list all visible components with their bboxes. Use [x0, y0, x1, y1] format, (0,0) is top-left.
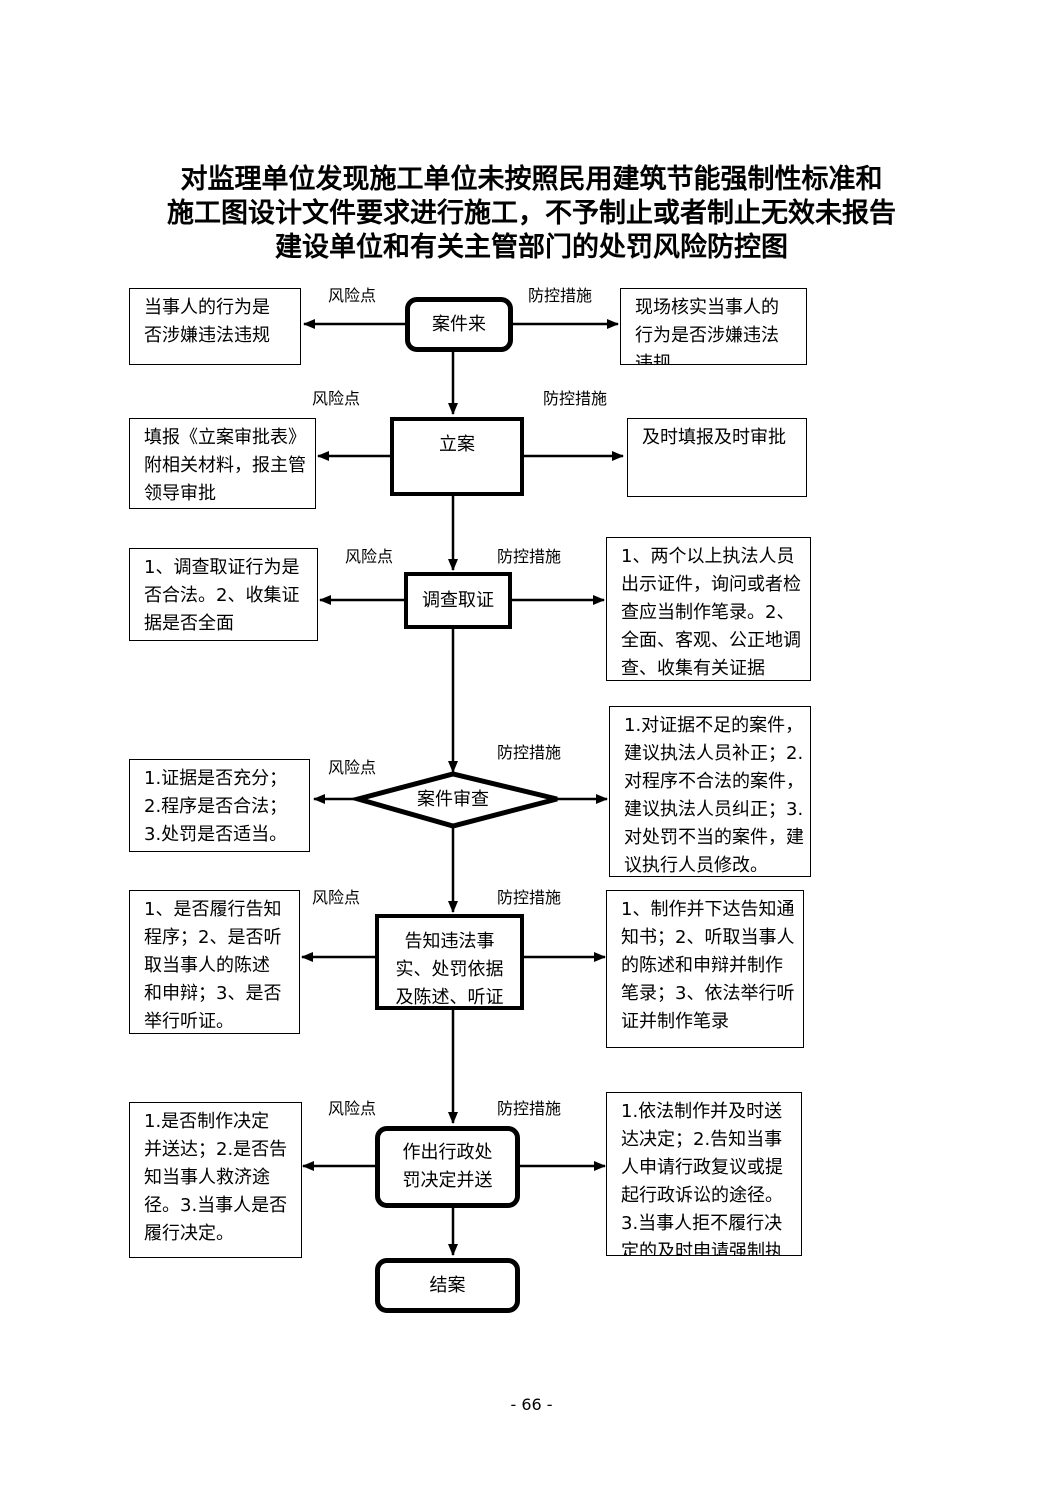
- step-node-text: 立案: [439, 434, 475, 455]
- step-node-case-received: 案件来: [405, 297, 513, 352]
- risk-box-2: 填报《立案审批表》 附相关材料，报主管 领导审批: [129, 418, 316, 509]
- risk-text: 否涉嫌违法违规: [144, 325, 270, 346]
- control-text: 笔录；3、依法举行听: [621, 983, 795, 1004]
- risk-text: 附相关材料，报主管: [144, 455, 306, 476]
- risk-text: 径。3.当事人是否: [144, 1195, 288, 1216]
- step-node-case-review: 案件审查: [417, 789, 489, 810]
- decision-diamond: [348, 771, 558, 829]
- risk-label-4: 风险点: [328, 758, 377, 777]
- control-text: 出示证件，询问或者检: [621, 574, 801, 595]
- title-line-3: 建设单位和有关主管部门的处罚风险防控图: [275, 232, 788, 263]
- step-node-filing: 立案: [390, 417, 524, 496]
- step-node-text: 案件来: [432, 313, 486, 335]
- risk-text: 1.证据是否充分；: [144, 768, 288, 789]
- step-node-text: 作出行政处: [402, 1142, 493, 1163]
- risk-box-4: 1.证据是否充分； 2.程序是否合法； 3.处罚是否适当。: [129, 759, 310, 852]
- risk-text: 领导审批: [144, 483, 216, 504]
- page-number: - 66 -: [510, 1395, 553, 1414]
- control-text: 行为是否涉嫌违法: [635, 325, 779, 346]
- control-label-1: 防控措施: [528, 286, 593, 305]
- risk-text: 据是否全面: [144, 613, 234, 634]
- step-node-case-closed: 结案: [375, 1258, 520, 1313]
- control-text: 达决定；2.告知当事: [621, 1129, 783, 1150]
- risk-label-2: 风险点: [312, 389, 361, 408]
- control-text: 知书；2、听取当事人: [621, 927, 795, 948]
- control-text: 的陈述和申辩并制作: [621, 955, 783, 976]
- control-box-3: 1、两个以上执法人员 出示证件，询问或者检 查应当制作笔录。2、 全面、客观、公…: [606, 537, 811, 681]
- control-label-6: 防控措施: [497, 1099, 562, 1118]
- control-box-6: 1.依法制作并及时送 达决定；2.告知当事 人申请行政复议或提 起行政诉讼的途径…: [606, 1092, 802, 1256]
- control-text: 1、制作并下达告知通: [621, 899, 795, 920]
- risk-text: 1、是否履行告知: [144, 899, 282, 920]
- control-box-2: 及时填报及时审批: [627, 418, 807, 497]
- control-box-4: 1.对证据不足的案件， 建议执法人员补正；2. 对程序不合法的案件， 建议执法人…: [609, 706, 811, 877]
- control-text: 建议执法人员纠正；3.: [624, 799, 804, 820]
- risk-label-5: 风险点: [312, 888, 361, 907]
- risk-box-6: 1.是否制作决定 并送达；2.是否告 知当事人救济途 径。3.当事人是否 履行决…: [129, 1102, 302, 1258]
- control-text: 1.依法制作并及时送: [621, 1101, 783, 1122]
- risk-box-3: 1、调查取证行为是 否合法。2、收集证 据是否全面: [129, 548, 318, 641]
- risk-text: 举行听证。: [144, 1011, 234, 1032]
- risk-text: 取当事人的陈述: [144, 955, 270, 976]
- step-node-text: 结案: [429, 1274, 466, 1296]
- control-text: 全面、客观、公正地调: [621, 630, 801, 651]
- control-text: 现场核实当事人的: [635, 297, 779, 318]
- control-label-5: 防控措施: [497, 888, 562, 907]
- step-node-notification: 告知违法事 实、处罚依据 及陈述、听证: [375, 914, 524, 1010]
- control-text: 查、收集有关证据: [621, 658, 765, 679]
- step-node-text: 罚决定并送: [402, 1170, 493, 1191]
- control-text: 定的及时申请强制执: [621, 1241, 783, 1256]
- risk-label-1: 风险点: [328, 286, 377, 305]
- title-line-2: 施工图设计文件要求进行施工，不予制止或者制止无效未报告: [167, 198, 896, 229]
- control-text: 议执行人员修改。: [624, 855, 768, 876]
- control-text: 及时填报及时审批: [642, 427, 786, 448]
- control-box-1: 现场核实当事人的 行为是否涉嫌违法 违规: [620, 288, 807, 365]
- risk-text: 和申辩；3、是否: [144, 983, 282, 1004]
- step-node-text: 实、处罚依据: [395, 959, 504, 980]
- control-text: 证并制作笔录: [621, 1011, 729, 1032]
- risk-text: 履行决定。: [144, 1223, 234, 1244]
- control-text: 3.当事人拒不履行决: [621, 1213, 783, 1234]
- step-node-decision-delivery: 作出行政处 罚决定并送: [375, 1126, 520, 1208]
- control-text: 对程序不合法的案件，: [624, 771, 804, 792]
- risk-text: 3.处罚是否适当。: [144, 824, 288, 845]
- control-text: 1.对证据不足的案件，: [624, 715, 804, 736]
- step-node-investigation: 调查取证: [404, 572, 512, 629]
- risk-label-3: 风险点: [345, 547, 394, 566]
- control-text: 对处罚不当的案件，建: [624, 827, 804, 848]
- control-label-3: 防控措施: [497, 547, 562, 566]
- control-text: 1、两个以上执法人员: [621, 546, 795, 567]
- control-text: 违规: [635, 353, 671, 365]
- control-label-4: 防控措施: [497, 743, 562, 762]
- control-text: 查应当制作笔录。2、: [621, 602, 795, 623]
- step-node-text: 告知违法事: [404, 931, 495, 952]
- risk-box-5: 1、是否履行告知 程序；2、是否听 取当事人的陈述 和申辩；3、是否 举行听证。: [129, 890, 300, 1034]
- risk-text: 1、调查取证行为是: [144, 557, 300, 578]
- step-node-text: 及陈述、听证: [395, 987, 504, 1008]
- risk-text: 程序；2、是否听: [144, 927, 282, 948]
- risk-text: 填报《立案审批表》: [144, 427, 306, 448]
- control-box-5: 1、制作并下达告知通 知书；2、听取当事人 的陈述和申辩并制作 笔录；3、依法举…: [606, 890, 804, 1048]
- step-node-text: 调查取证: [422, 589, 494, 611]
- risk-label-6: 风险点: [328, 1099, 377, 1118]
- control-label-2: 防控措施: [543, 389, 608, 408]
- risk-text: 并送达；2.是否告: [144, 1139, 288, 1160]
- risk-text: 否合法。2、收集证: [144, 585, 300, 606]
- risk-box-1: 当事人的行为是 否涉嫌违法违规: [129, 288, 301, 365]
- risk-text: 1.是否制作决定: [144, 1111, 270, 1132]
- title-line-1: 对监理单位发现施工单位未按照民用建筑节能强制性标准和: [180, 164, 883, 195]
- risk-text: 知当事人救济途: [144, 1167, 270, 1188]
- risk-text: 当事人的行为是: [144, 297, 270, 318]
- risk-text: 2.程序是否合法；: [144, 796, 288, 817]
- control-text: 建议执法人员补正；2.: [624, 743, 804, 764]
- control-text: 人申请行政复议或提: [621, 1157, 783, 1178]
- control-text: 起行政诉讼的途径。: [621, 1185, 783, 1206]
